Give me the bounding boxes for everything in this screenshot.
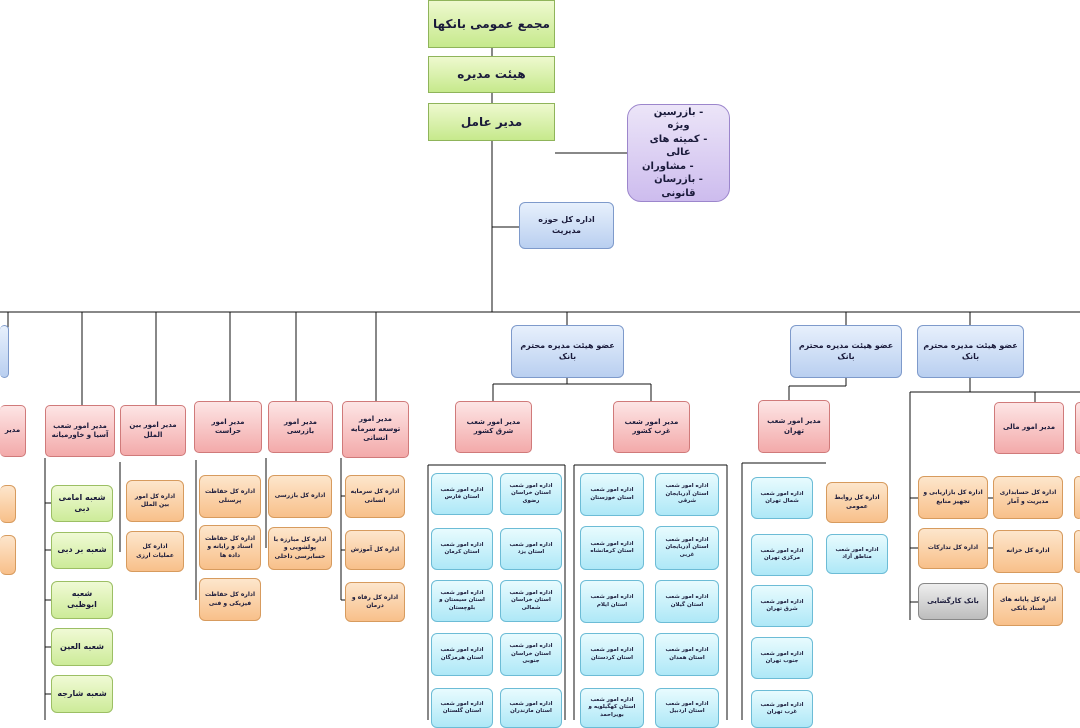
- manager-asia-box: مدیر امور شعب آسیا و خاورمیانه: [45, 405, 115, 457]
- province-box: اداره امور شعب استان ایلام: [580, 580, 644, 623]
- dept-box: اداره کل حفاظت فیزیکی و فنی: [199, 578, 261, 621]
- manager-finance-box: مدیر امور مالی: [994, 402, 1064, 454]
- dept-box: اداره کل حفاظت اسناد و رایانه و داده ها: [199, 525, 261, 570]
- manager-box-partial: [1075, 402, 1080, 454]
- tehran-unit-box: اداره امور شعب مرکزی تهران: [751, 534, 813, 576]
- province-box: اداره امور شعب استان کردستان: [580, 633, 644, 676]
- province-box: اداره امور شعب استان کرمانشاه: [580, 526, 644, 570]
- ceo-box: مدیر عامل: [428, 103, 555, 141]
- province-box: اداره امور شعب استان آذربایجان غربی: [655, 526, 719, 570]
- dept-box-partial: [1074, 530, 1080, 573]
- province-box: اداره امور شعب استان هرمزگان: [431, 633, 493, 676]
- branch-box: شعبه ابوظبی: [51, 581, 113, 619]
- manager-box-partial: مدیر: [0, 405, 26, 457]
- advisor-line: - کمیته های عالی: [649, 133, 708, 159]
- dept-box: اداره امور شعب مناطق آزاد: [826, 534, 888, 574]
- dept-box: اداره کل امور بین الملل: [126, 480, 184, 522]
- dept-box-partial: [0, 535, 16, 575]
- dept-box-partial: [0, 485, 16, 523]
- dept-box: اداره کل حفاظت پرسنلی: [199, 475, 261, 518]
- board-member-box: عضو هیئت مدیره محترم بانک: [790, 325, 902, 378]
- advisor-line: - بازرسین ویژه: [653, 106, 704, 132]
- board-member-box: عضو هیئت مدیره محترم بانک: [917, 325, 1024, 378]
- branch-box: شعبه شارجه: [51, 675, 113, 713]
- manager-intl-box: مدیر امور بین الملل: [120, 405, 186, 456]
- subsidiary-box: بانک کارگشایی: [918, 583, 988, 620]
- advisors-box: - بازرسین ویژه - کمیته های عالی - مشاورا…: [627, 104, 730, 202]
- manager-west-box: مدیر امور شعب غرب کشور: [613, 401, 690, 453]
- province-box: اداره امور شعب استان خراسان شمالی: [500, 580, 562, 622]
- dept-box: اداره کل حسابداری مدیریت و آمار: [993, 476, 1063, 519]
- province-box: اداره امور شعب استان خراسان رضوی: [500, 473, 562, 515]
- province-box: اداره امور شعب استان مازندران: [500, 688, 562, 728]
- tehran-unit-box: اداره امور شعب شرق تهران: [751, 585, 813, 627]
- dept-box: اداره کل عملیات ارزی: [126, 531, 184, 572]
- province-box: اداره امور شعب استان گلستان: [431, 688, 493, 728]
- province-box: اداره امور شعب استان همدان: [655, 633, 719, 676]
- dept-box: اداره کل روابط عمومی: [826, 482, 888, 523]
- advisor-line: - بازرسان قانونی: [654, 174, 703, 199]
- board-of-directors-box: هیئت مدیره: [428, 56, 555, 93]
- dept-box: اداره کل بازاریابی و تجهیز منابع: [918, 476, 988, 519]
- general-assembly-box: مجمع عمومی بانکها: [428, 0, 555, 48]
- province-box: اداره امور شعب استان خوزستان: [580, 473, 644, 516]
- dept-box: اداره کل خزانه: [993, 530, 1063, 573]
- province-box: اداره امور شعب استان اردبیل: [655, 688, 719, 728]
- tehran-unit-box: اداره امور شعب شمال تهران: [751, 477, 813, 519]
- board-member-box-partial: [0, 325, 9, 378]
- manager-security-box: مدیر امور حراست: [194, 401, 262, 453]
- province-box: اداره امور شعب استان گیلان: [655, 580, 719, 623]
- branch-box: شعبه بر دبی: [51, 532, 113, 569]
- dept-box: اداره کل آموزش: [345, 530, 405, 570]
- manager-hr-box: مدیر امور توسعه سرمایه انسانی: [342, 401, 409, 458]
- tehran-unit-box: اداره امور شعب جنوب تهران: [751, 637, 813, 679]
- board-member-box: عضو هیئت مدیره محترم بانک: [511, 325, 624, 378]
- province-box: اداره امور شعب استان خراسان جنوبی: [500, 633, 562, 676]
- dept-box: اداره کل بازرسی: [268, 475, 332, 518]
- province-box: اداره امور شعب استان آذربایجان شرقی: [655, 473, 719, 516]
- province-box: اداره امور شعب استان یزد: [500, 528, 562, 570]
- tehran-unit-box: اداره امور شعب غرب تهران: [751, 690, 813, 728]
- dept-box-partial: [1074, 476, 1080, 519]
- province-box: اداره امور شعب استان کهگیلویه و بویراحمد: [580, 688, 644, 728]
- province-box: اداره امور شعب استان سیستان و بلوچستان: [431, 580, 493, 622]
- branch-box: شعبه امامی دبی: [51, 485, 113, 522]
- dept-box: اداره کل مبارزه با پولشویی و حسابرسی داخ…: [268, 527, 332, 570]
- dept-box: اداره کل رفاه و درمان: [345, 582, 405, 622]
- management-dept-box: اداره کل حوزه مدیریت: [519, 202, 614, 249]
- manager-tehran-box: مدیر امور شعب تهران: [758, 400, 830, 453]
- advisor-line: - مشاوران: [642, 160, 694, 172]
- dept-box: اداره کل سرمایه انسانی: [345, 475, 405, 518]
- province-box: اداره امور شعب استان کرمان: [431, 528, 493, 570]
- dept-box: اداره کل پایانه های اسناد بانکی: [993, 583, 1063, 626]
- branch-box: شعبه العین: [51, 628, 113, 666]
- province-box: اداره امور شعب استان فارس: [431, 473, 493, 515]
- dept-box: اداره کل تدارکات: [918, 528, 988, 569]
- manager-inspection-box: مدیر امور بازرسی: [268, 401, 333, 453]
- manager-east-box: مدیر امور شعب شرق کشور: [455, 401, 532, 453]
